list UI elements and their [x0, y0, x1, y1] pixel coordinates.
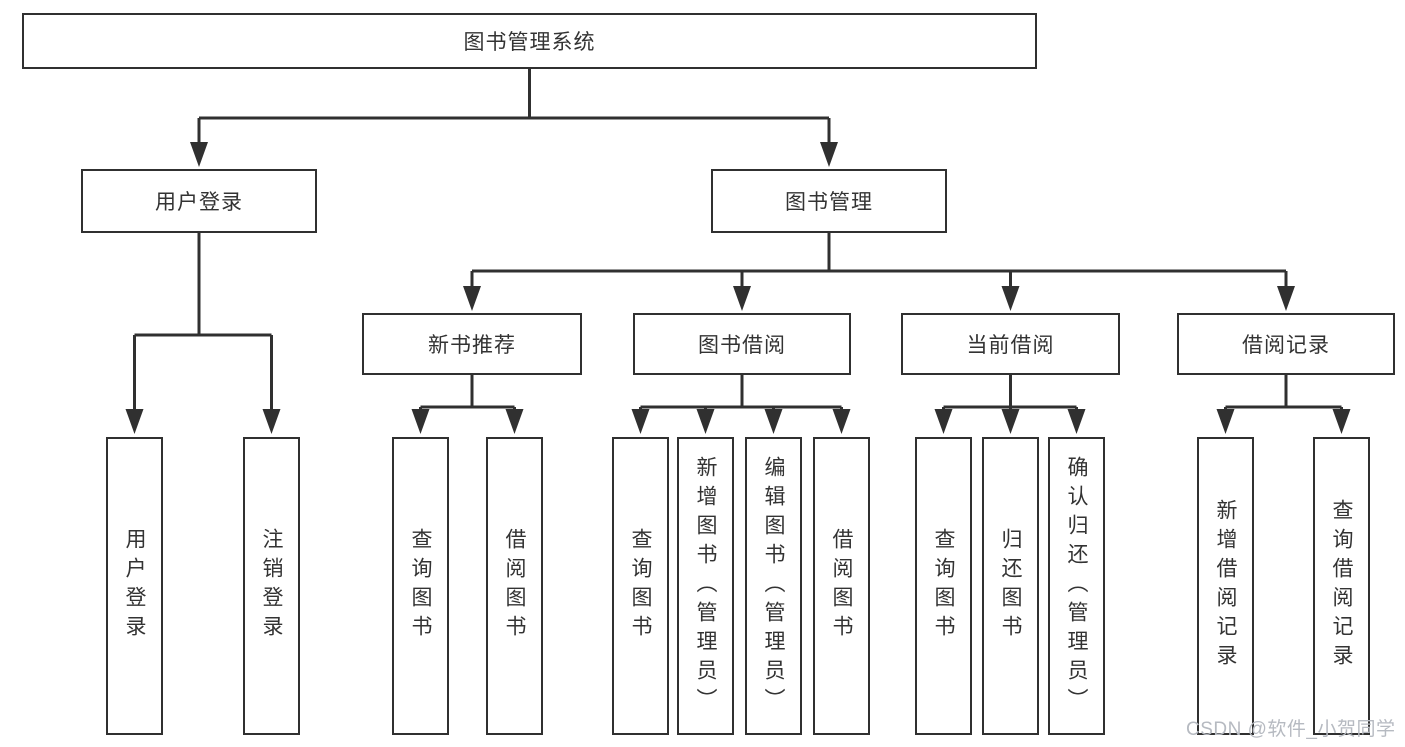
node-label: 查询借阅记录 [1330, 499, 1353, 673]
leaf-logout: 注销登录 [243, 437, 300, 735]
node-label: 新增图书（管理员） [694, 455, 717, 717]
leaf-query-books-borrow: 查询图书 [612, 437, 669, 735]
leaf-borrow-books-recommend: 借阅图书 [486, 437, 543, 735]
node-label: 借阅记录 [1242, 334, 1330, 357]
node-book-borrowing: 图书借阅 [633, 313, 851, 375]
node-label: 归还图书 [999, 528, 1022, 644]
node-borrowing-records: 借阅记录 [1177, 313, 1395, 375]
arrowheads [125, 142, 1351, 434]
leaf-add-book-admin: 新增图书（管理员） [677, 437, 734, 735]
node-label: 查询图书 [932, 528, 955, 644]
node-label: 查询图书 [629, 528, 652, 644]
node-label: 图书管理系统 [463, 31, 596, 54]
node-library-system: 图书管理系统 [22, 13, 1037, 69]
node-label: 新书推荐 [428, 334, 516, 357]
node-label: 确认归还（管理员） [1065, 455, 1088, 717]
leaf-return-book: 归还图书 [982, 437, 1039, 735]
node-label: 用户登录 [155, 191, 243, 214]
leaf-query-borrow-record: 查询借阅记录 [1313, 437, 1370, 735]
node-user-login: 用户登录 [81, 169, 317, 233]
leaf-add-borrow-record: 新增借阅记录 [1197, 437, 1254, 735]
leaf-query-books-current: 查询图书 [915, 437, 972, 735]
node-label: 图书管理 [785, 191, 873, 214]
leaf-confirm-return-admin: 确认归还（管理员） [1048, 437, 1105, 735]
leaf-query-books-recommend: 查询图书 [392, 437, 449, 735]
node-label: 编辑图书（管理员） [762, 455, 785, 717]
node-label: 借阅图书 [830, 528, 853, 644]
node-label: 注销登录 [260, 528, 283, 644]
node-label: 新增借阅记录 [1214, 499, 1237, 673]
node-label: 当前借阅 [966, 334, 1055, 357]
node-label: 查询图书 [409, 528, 432, 644]
node-label: 图书借阅 [698, 334, 786, 357]
node-book-management: 图书管理 [711, 169, 947, 233]
leaf-borrow-books: 借阅图书 [813, 437, 870, 735]
node-label: 借阅图书 [503, 528, 526, 644]
node-current-borrowing: 当前借阅 [901, 313, 1120, 375]
leaf-edit-book-admin: 编辑图书（管理员） [745, 437, 802, 735]
node-label: 用户登录 [123, 528, 146, 644]
leaf-user-login: 用户登录 [106, 437, 163, 735]
csdn-watermark: CSDN @软件_小贺同学 [1186, 719, 1396, 740]
node-new-book-recommend: 新书推荐 [362, 313, 582, 375]
